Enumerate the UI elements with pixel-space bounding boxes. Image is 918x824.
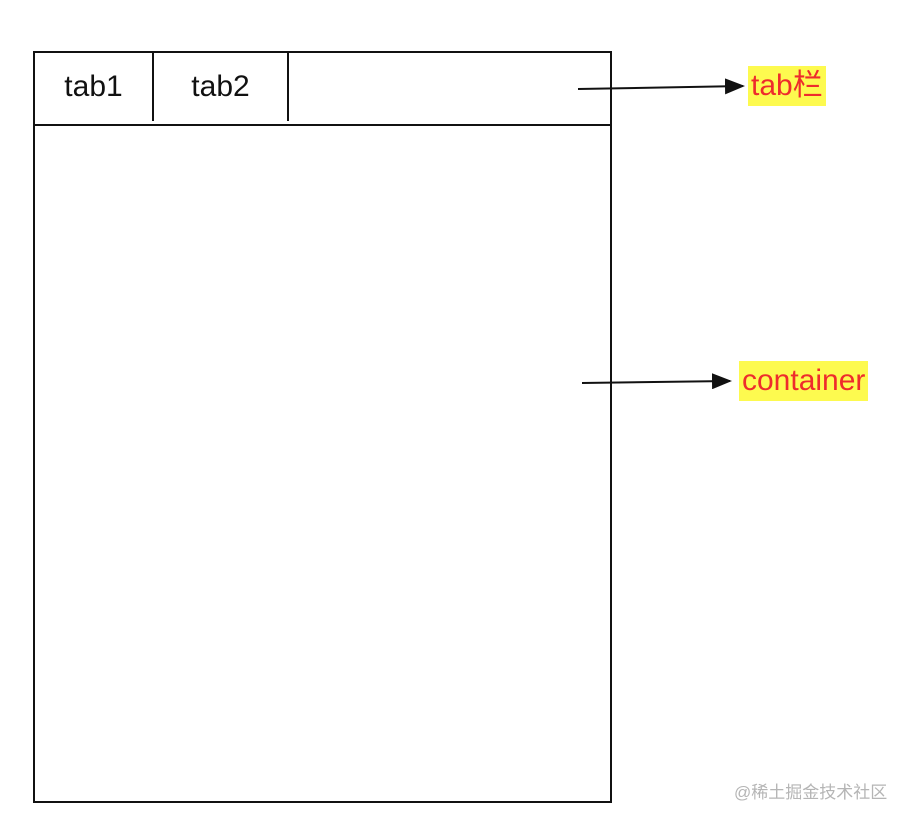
tab-1[interactable]: tab1: [35, 53, 154, 121]
watermark: @稀土掘金技术社区: [734, 783, 888, 802]
tab-bar-label: tab栏: [748, 66, 826, 106]
tab-bar: tab1 tab2: [35, 53, 610, 126]
container-label: container: [739, 361, 869, 401]
tab-2[interactable]: tab2: [154, 53, 289, 121]
arrow-tab-bar: [577, 78, 745, 95]
arrow-container: [581, 373, 732, 390]
wireframe-page: tab1 tab2: [33, 51, 612, 803]
